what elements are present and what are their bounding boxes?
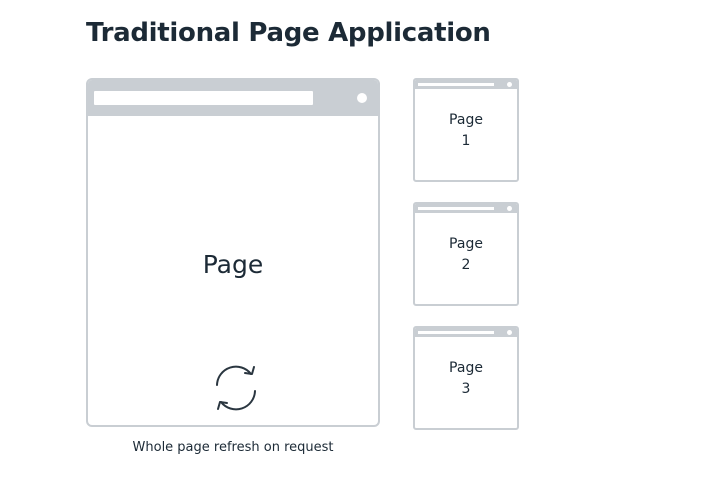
page-window-3: Page 3	[413, 326, 519, 430]
address-bar	[94, 91, 313, 105]
mini-window-dot-icon	[507, 330, 512, 335]
page-window-1: Page 1	[413, 78, 519, 182]
page-window-label-word: Page	[449, 112, 483, 128]
page-window-label: Page 2	[415, 234, 517, 276]
mini-address-bar	[418, 331, 494, 334]
page-window-label-word: Page	[449, 360, 483, 376]
page-window-label-word: Page	[449, 236, 483, 252]
page-window-label-number: 2	[461, 257, 471, 273]
mini-address-bar	[418, 207, 494, 210]
refresh-icon	[216, 365, 256, 411]
page-label: Page	[202, 250, 264, 279]
diagram-title: Traditional Page Application	[86, 18, 491, 48]
window-dot-icon	[357, 93, 367, 103]
page-window-label-number: 3	[461, 381, 471, 397]
page-window-label: Page 3	[415, 358, 517, 400]
mini-window-dot-icon	[507, 82, 512, 87]
main-browser-window: Page	[86, 78, 380, 427]
mini-address-bar	[418, 83, 494, 86]
page-window-2: Page 2	[413, 202, 519, 306]
page-window-label-number: 1	[461, 133, 471, 149]
refresh-caption: Whole page refresh on request	[132, 440, 334, 455]
mini-window-dot-icon	[507, 206, 512, 211]
page-window-label: Page 1	[415, 110, 517, 152]
